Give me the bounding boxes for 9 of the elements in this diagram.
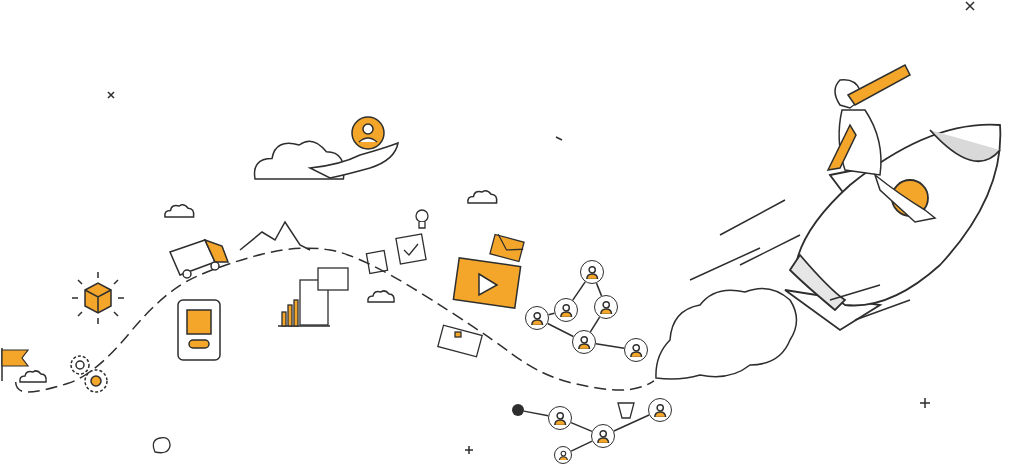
connector-line (570, 421, 593, 433)
dashed-trail-line (14, 247, 655, 393)
connector-line (595, 343, 625, 349)
connector-line (523, 410, 549, 417)
connector-line (613, 414, 650, 432)
flag-drawing (0, 346, 30, 382)
connector-line (570, 440, 593, 452)
connector-line (547, 312, 556, 316)
connector-line (572, 281, 586, 301)
